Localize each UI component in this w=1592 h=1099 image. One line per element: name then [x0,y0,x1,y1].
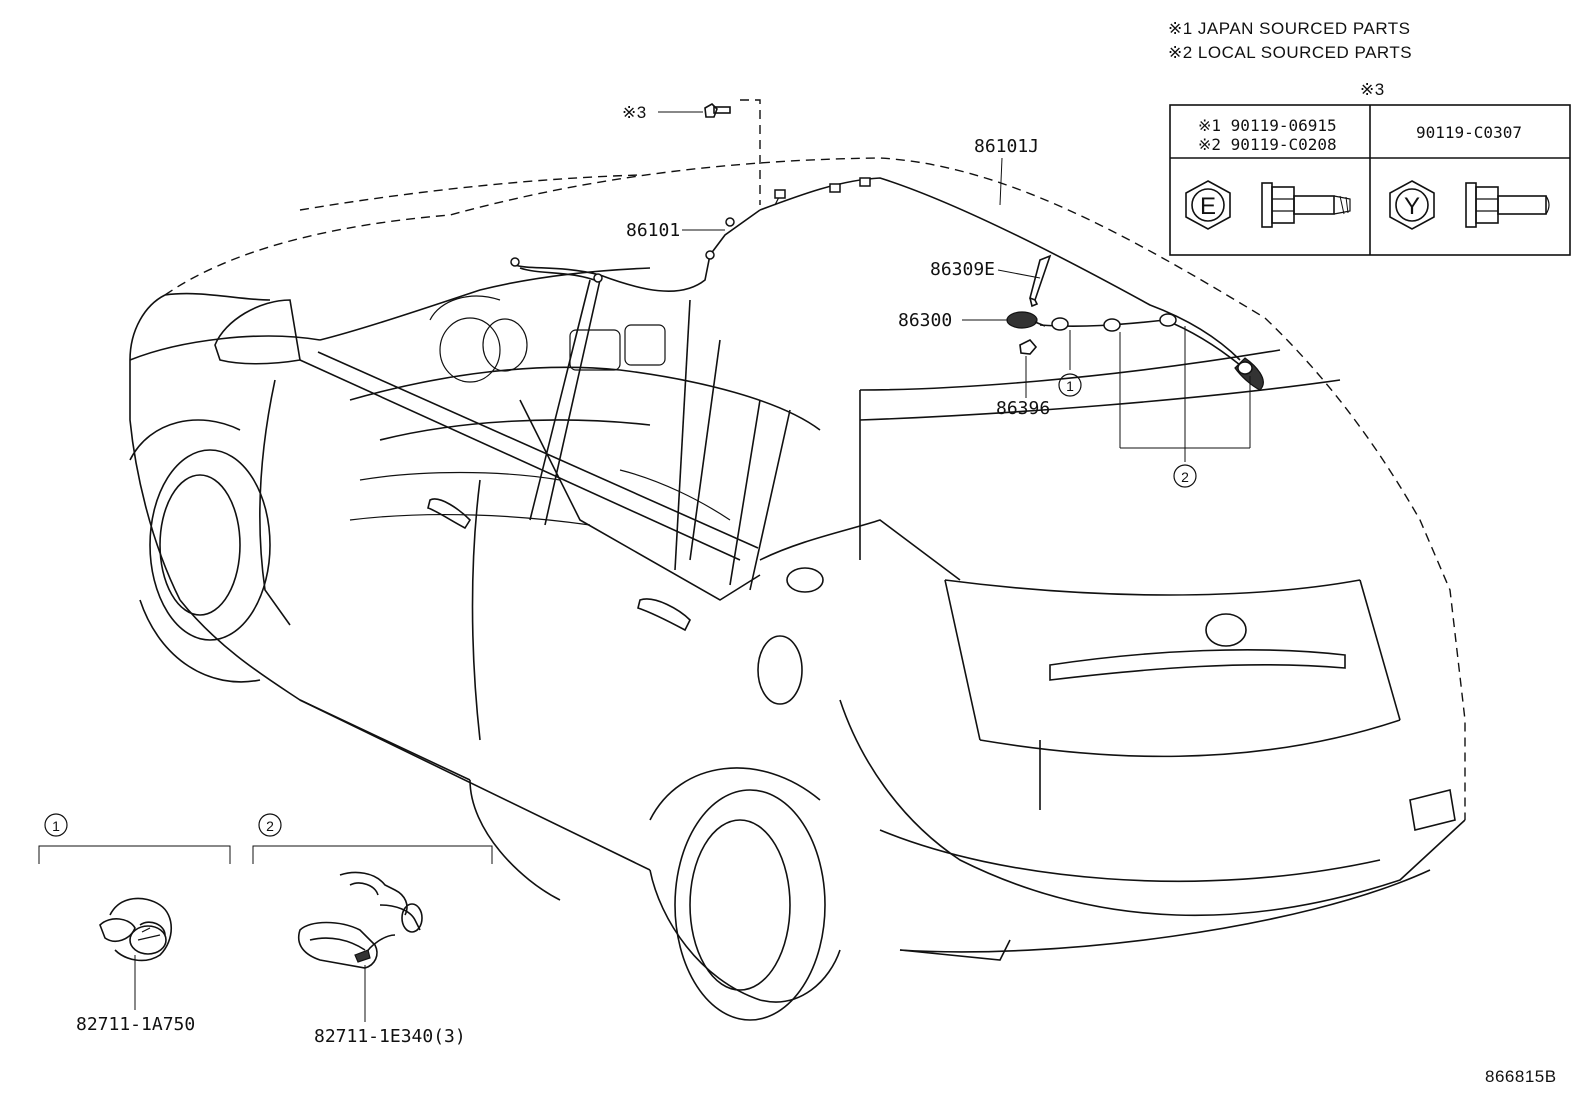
bolt-icon [704,99,761,205]
svg-text:E: E [1200,193,1216,220]
front-wheel [129,419,271,641]
antenna-mast-86309e [1029,254,1052,308]
marker-2: 2 [1119,326,1251,488]
svg-text:Y: Y [1404,193,1420,220]
clamp-82711-1e340 [298,871,423,969]
detail-group-1: 1 82711-1A750 [38,813,231,1035]
antenna-base-86300 [1006,311,1046,329]
marker-1: 1 [1058,330,1082,397]
antenna-cord-86101j [759,177,1264,391]
fastener-table: ※3 ※1 90119-06915 ※2 90119-C0208 90119-C… [1169,80,1571,256]
svg-text:1: 1 [1066,378,1074,394]
label-86309e: 86309E [930,259,995,280]
detail-group-2: 2 82711-1E340(3) [252,813,493,1047]
rear-wheel [649,767,826,1021]
bolt-head-y-icon: Y [1389,180,1435,230]
note-local-sourced: ※2 LOCAL SOURCED PARTS [1168,43,1412,62]
label-86101: 86101 [626,220,680,241]
antenna-pad-86396 [1019,339,1038,355]
fastener-table-title: ※3 [1360,80,1385,99]
detail-group-1-marker: 1 [52,818,60,834]
vehicle-outline [129,157,1466,1021]
bolt-side-y-icon [1465,182,1550,228]
bolt-side-e-icon [1261,182,1351,228]
part-number-82711-1a750: 82711-1A750 [76,1014,195,1035]
antenna-cord-86101 [510,209,761,292]
svg-text:2: 2 [1181,469,1189,485]
bolt-head-e-icon: E [1185,180,1231,230]
label-86396: 86396 [996,398,1050,419]
part-number-82711-1e340: 82711-1E340(3) [314,1026,466,1047]
note-japan-sourced: ※1 JAPAN SOURCED PARTS [1168,19,1411,38]
fastener-col1-line1: ※1 90119-06915 [1198,116,1337,135]
bolt-ref-label: ※3 [622,103,647,122]
detail-group-2-marker: 2 [266,818,274,834]
fastener-col2-part: 90119-C0307 [1416,123,1522,142]
label-86101j: 86101J [974,136,1039,157]
clamp-82711-1a750 [99,897,172,962]
label-86300: 86300 [898,310,952,331]
fastener-col1-line2: ※2 90119-C0208 [1198,135,1337,154]
diagram-id: 866815B [1485,1067,1557,1086]
